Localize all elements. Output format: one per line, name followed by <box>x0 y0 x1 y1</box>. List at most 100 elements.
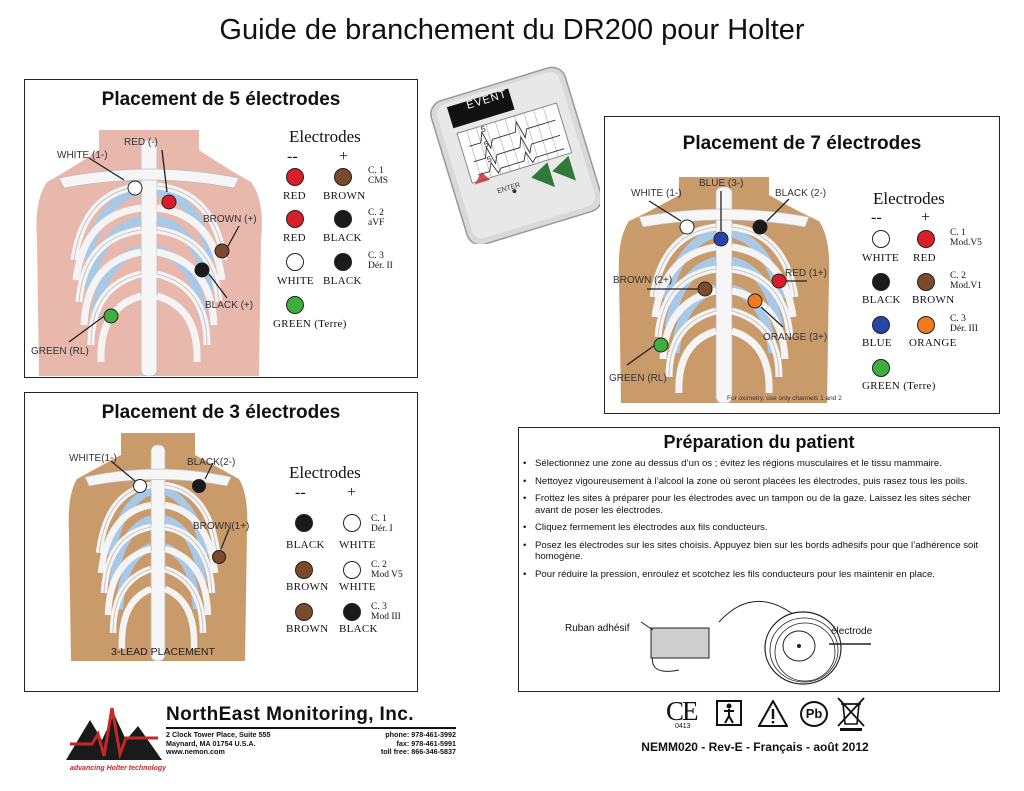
seven-lead-blue-electrode <box>713 231 729 247</box>
seven-lead-plus: + <box>921 209 931 226</box>
seven-lead-c1-pos: RED <box>913 252 936 264</box>
seven-lead-white-electrode <box>679 219 695 235</box>
five-lead-ground-dot <box>286 296 304 314</box>
three-lead-c3-neg-dot <box>295 603 313 621</box>
three-lead-c2-pos: WHITE <box>339 581 376 593</box>
company-fax: fax: 978-461-5991 <box>396 738 456 748</box>
seven-lead-title: Placement de 7 électrodes <box>682 133 922 154</box>
bf-type-icon <box>716 700 742 726</box>
seven-lead-orange-electrode <box>747 293 763 309</box>
seven-lead-c1-neg: WHITE <box>862 252 899 264</box>
seven-lead-label-brown: BROWN (2+) <box>613 275 673 286</box>
seven-lead-red-electrode <box>771 273 787 289</box>
pb-lead-icon: Pb <box>800 701 828 727</box>
seven-lead-panel: Placement de 7 électrodes <box>604 116 1000 414</box>
seven-lead-c1-neg-dot <box>872 230 890 248</box>
five-lead-label-black: BLACK (+) <box>205 300 254 311</box>
seven-lead-label-green: GREEN (RL) <box>609 373 667 384</box>
company-address-2: Maynard, MA 01754 U.S.A. <box>166 738 256 748</box>
three-lead-minus: -- <box>295 484 306 501</box>
five-lead-label-white: WHITE (1-) <box>57 150 108 161</box>
seven-lead-c2-neg-dot <box>872 273 890 291</box>
seven-lead-brown-electrode <box>697 281 713 297</box>
seven-lead-c2-pos-dot <box>917 273 935 291</box>
electrode-label: électrode <box>831 626 873 637</box>
list-item: Frottez les sites à préparer pour les él… <box>523 493 983 516</box>
five-lead-white-electrode <box>127 180 143 196</box>
company-name: NorthEast Monitoring, Inc. <box>166 704 414 725</box>
seven-lead-torso-figure <box>618 177 830 403</box>
five-lead-c2-neg-dot <box>286 210 304 228</box>
holter-device-image <box>430 66 600 244</box>
company-logo <box>66 707 162 760</box>
seven-lead-ground-dot <box>872 359 890 377</box>
pb-label: Pb <box>805 706 823 721</box>
seven-lead-minus: -- <box>871 209 882 226</box>
five-lead-red-electrode <box>161 194 177 210</box>
seven-lead-label-blue: BLUE (3-) <box>699 178 744 189</box>
list-item: Sélectionnez une zone au dessus d’un os … <box>523 458 983 470</box>
five-lead-c1-pos-dot <box>334 168 352 186</box>
three-lead-label-black: BLACK(2-) <box>187 457 236 468</box>
three-lead-c1-pos: WHITE <box>339 539 376 551</box>
seven-lead-electrodes-heading: Electrodes <box>873 189 945 208</box>
seven-lead-c2-neg: BLACK <box>862 294 901 306</box>
five-lead-green-electrode <box>103 308 119 324</box>
patient-prep-panel: Préparation du patient Sélectionnez une … <box>518 427 1000 692</box>
five-lead-electrodes-heading: Electrodes <box>289 127 361 146</box>
three-lead-panel: Placement de 3 électrodes WHIT <box>24 392 418 692</box>
five-lead-minus: -- <box>287 148 298 165</box>
three-lead-brown-electrode <box>212 550 226 564</box>
three-lead-white-electrode <box>133 479 147 493</box>
company-rule <box>166 727 456 729</box>
five-lead-c1-pos: BROWN <box>323 190 366 202</box>
seven-lead-label-red: RED (1+) <box>785 268 827 279</box>
five-lead-c3-neg: WHITE <box>277 275 314 287</box>
company-tollfree: toll free: 866-346-5837 <box>380 747 456 756</box>
three-lead-c2-pos-dot <box>343 561 361 579</box>
five-lead-c3-pos-dot <box>334 253 352 271</box>
company-phone-block: phone: 978-461-3992 fax: 978-461-5991 to… <box>342 730 456 757</box>
company-phone: phone: 978-461-3992 <box>385 730 456 739</box>
seven-lead-black-electrode <box>752 219 768 235</box>
ce-number: 0413 <box>675 723 691 730</box>
five-lead-c2-pos: BLACK <box>323 232 362 244</box>
seven-lead-c2-pos: BROWN <box>912 294 955 306</box>
three-lead-c1-pos-dot <box>343 514 361 532</box>
electrode-tape-illustration <box>640 600 871 685</box>
company-tagline: advancing Holter technology <box>70 765 167 772</box>
ce-mark-icon: CE <box>666 696 698 726</box>
list-item: Pour réduire la pression, enroulez et sc… <box>523 569 983 581</box>
seven-lead-c3-neg-dot <box>872 316 890 334</box>
seven-lead-c3-neg: BLUE <box>862 337 892 349</box>
seven-lead-green-electrode <box>653 337 669 353</box>
three-lead-c1-neg: BLACK <box>286 539 325 551</box>
patient-prep-title: Préparation du patient <box>663 432 855 452</box>
three-lead-label-placement: 3-LEAD PLACEMENT <box>111 646 215 658</box>
list-item: Posez les électrodes sur les sites chois… <box>523 540 983 563</box>
three-lead-torso-figure <box>68 433 248 661</box>
three-lead-c2-neg-dot <box>295 561 313 579</box>
five-lead-torso-figure <box>36 130 262 376</box>
warning-icon <box>758 700 788 727</box>
patient-prep-list: Sélectionnez une zone au dessus d’un os … <box>523 458 983 586</box>
list-item: Cliquez fermement les électrodes aux fil… <box>523 522 983 534</box>
three-lead-title: Placement de 3 électrodes <box>101 402 341 423</box>
page-title: Guide de branchement du DR200 pour Holte… <box>219 14 805 46</box>
seven-lead-label-orange: ORANGE (3+) <box>763 332 828 343</box>
five-lead-c2-pos-dot <box>334 210 352 228</box>
company-address-block: 2 Clock Tower Place, Suite 555 Maynard, … <box>166 730 271 757</box>
seven-lead-c3-pos: ORANGE <box>909 337 957 349</box>
five-lead-label-red: RED (-) <box>124 137 158 148</box>
weee-bin-icon <box>837 697 865 731</box>
five-lead-brown-electrode <box>214 243 230 259</box>
company-website[interactable]: www.nemon.com <box>166 747 225 756</box>
list-item: Nettoyez vigoureusement à l’alcool la zo… <box>523 476 983 488</box>
